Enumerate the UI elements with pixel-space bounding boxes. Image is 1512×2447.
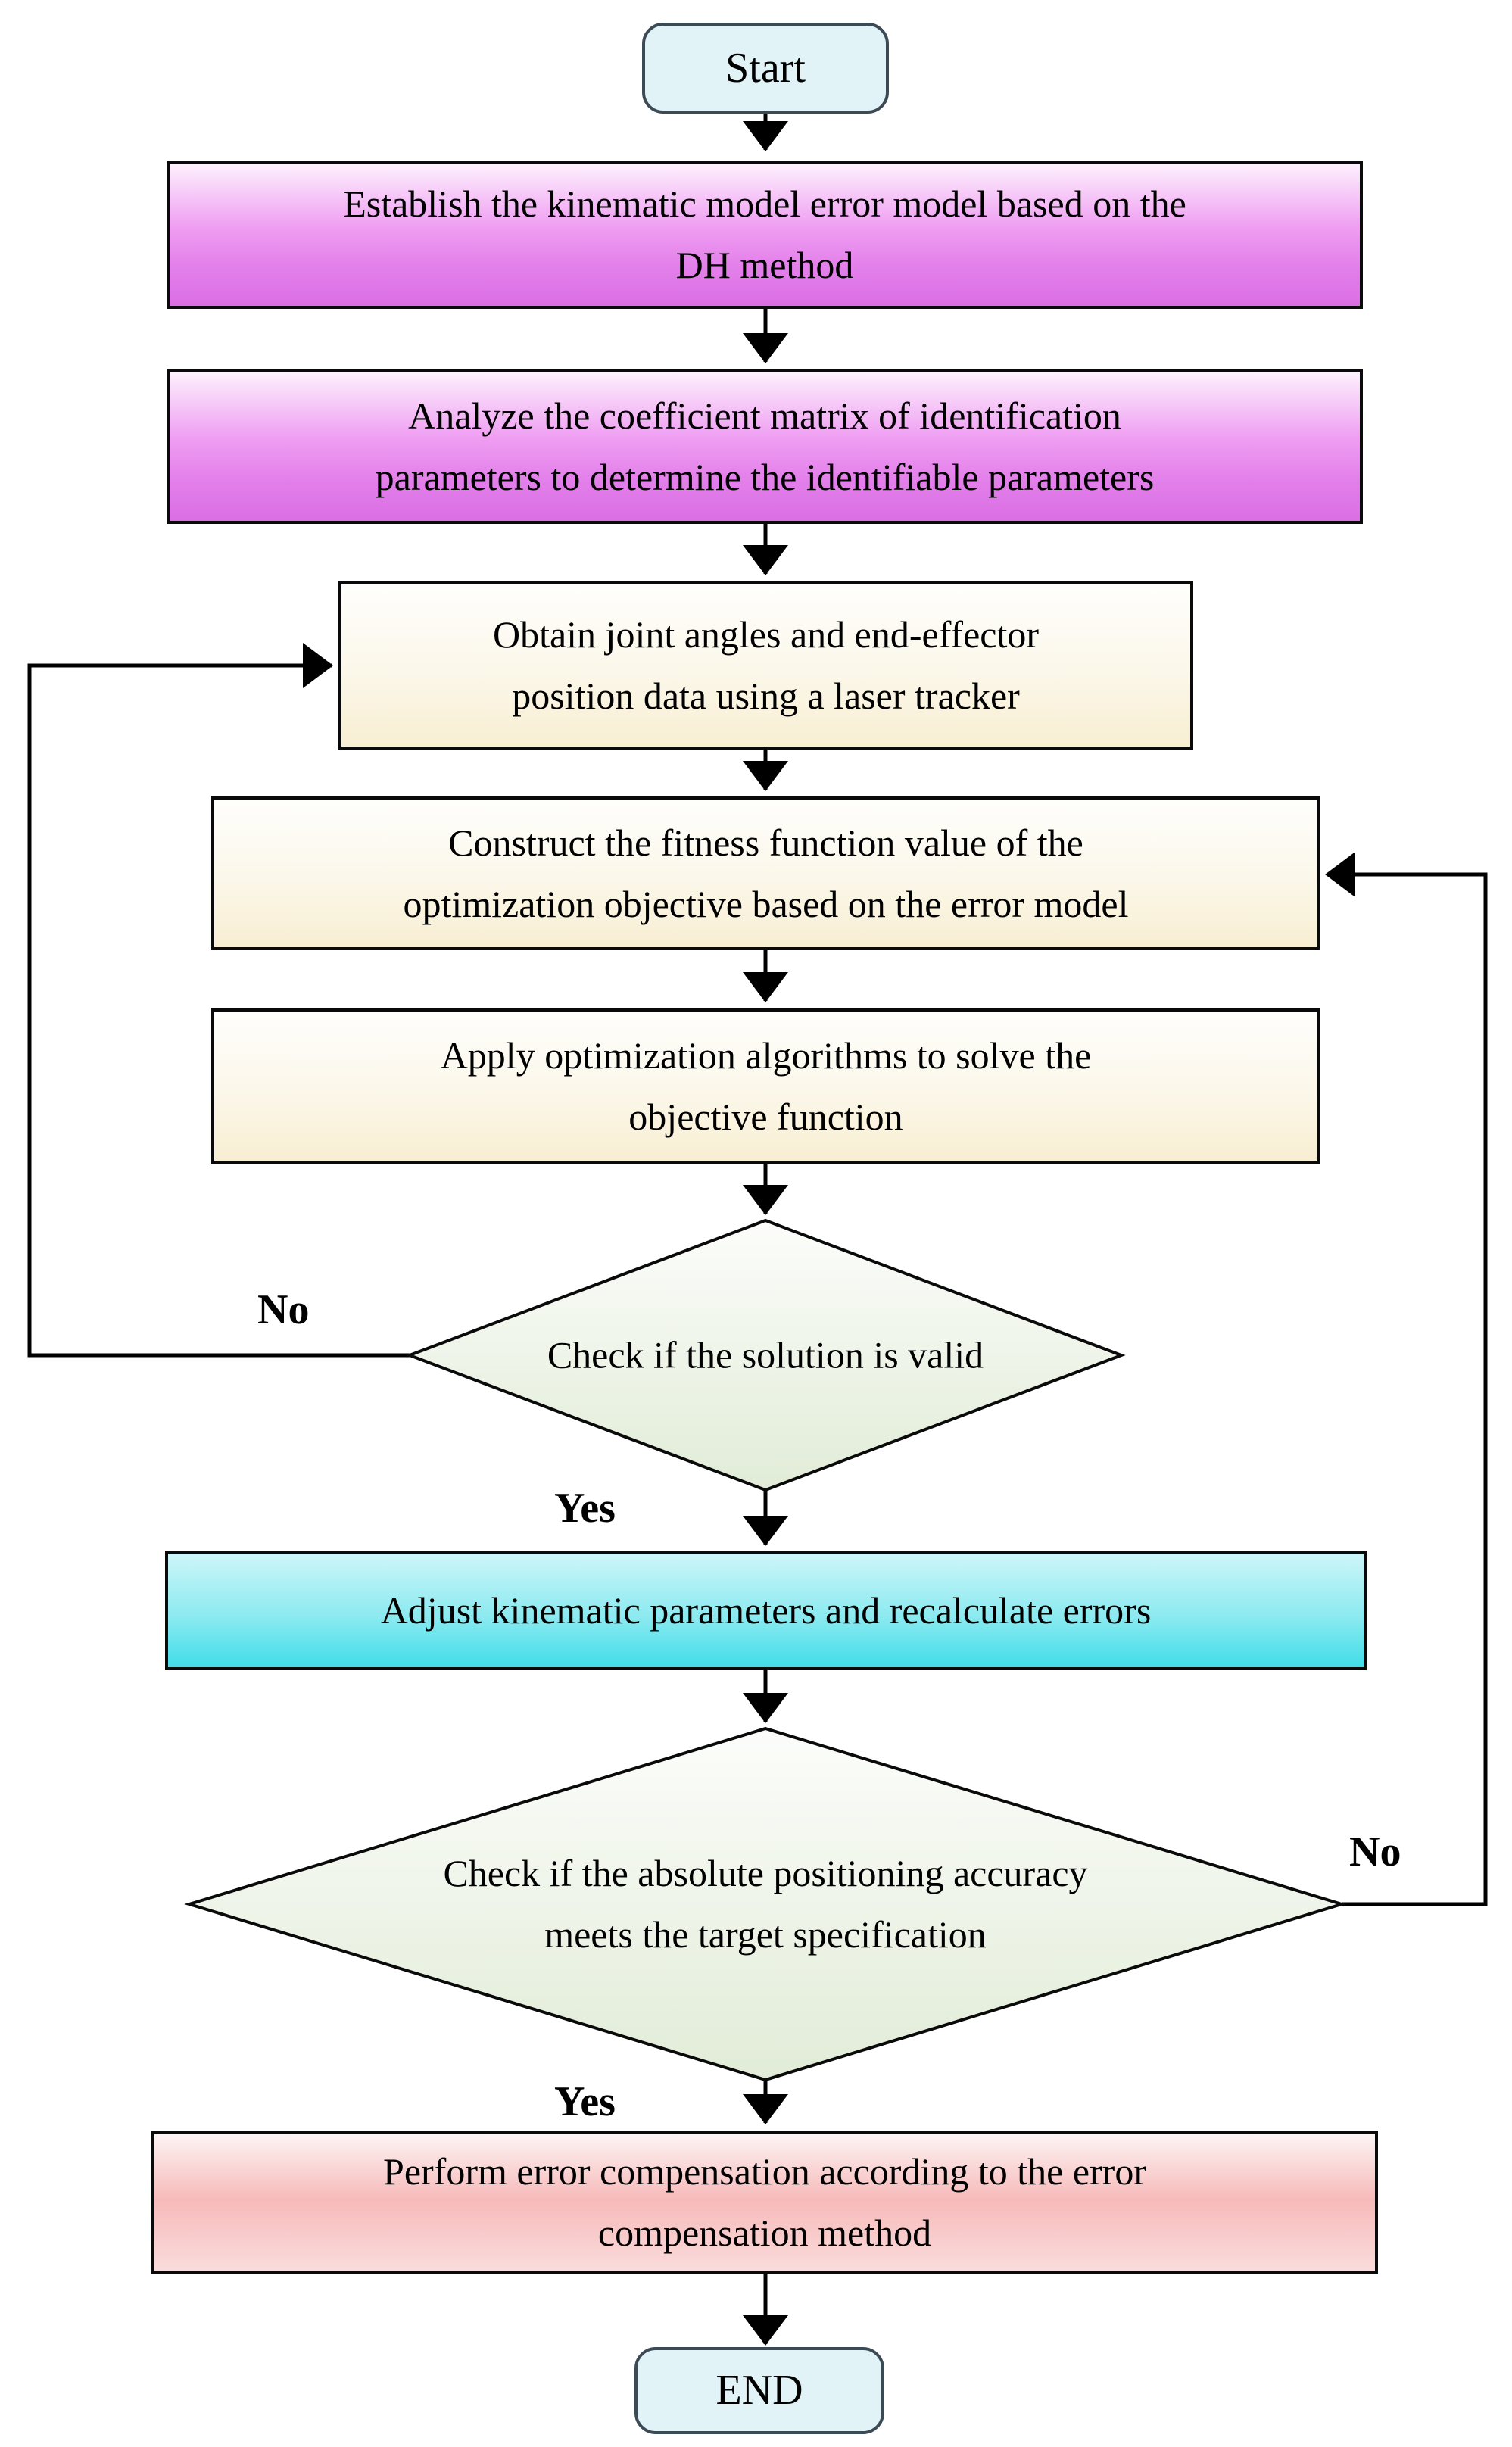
decision-check-accuracy-shape	[184, 1726, 1347, 2082]
process-construct-fitness-label: Construct the fitness function value of …	[403, 821, 1129, 925]
label-yes-accuracy: Yes	[554, 2078, 616, 2125]
process-obtain-data: Obtain joint angles and end-effector pos…	[338, 581, 1193, 750]
process-apply-optimization: Apply optimization algorithms to solve t…	[211, 1008, 1320, 1164]
end-label: END	[715, 2367, 803, 2414]
decision-check-solution-shape	[405, 1218, 1126, 1492]
end-node: END	[634, 2347, 884, 2434]
label-no-solution: No	[257, 1286, 310, 1333]
edge-no-loop-solution	[27, 643, 410, 1358]
edge-no-loop-accuracy	[1324, 852, 1488, 1906]
label-yes-solution: Yes	[554, 1485, 616, 1532]
process-establish-model: Establish the kinematic model error mode…	[167, 161, 1363, 309]
process-establish-model-label: Establish the kinematic model error mode…	[343, 182, 1186, 286]
process-apply-optimization-label: Apply optimization algorithms to solve t…	[440, 1033, 1092, 1138]
label-no-accuracy: No	[1349, 1828, 1401, 1875]
decision-check-solution-label: Check if the solution is valid	[547, 1333, 984, 1376]
process-construct-fitness: Construct the fitness function value of …	[211, 796, 1320, 950]
start-label: Start	[725, 44, 806, 92]
process-adjust-parameters: Adjust kinematic parameters and recalcul…	[165, 1551, 1367, 1670]
process-obtain-data-label: Obtain joint angles and end-effector pos…	[492, 613, 1040, 717]
process-adjust-parameters-label: Adjust kinematic parameters and recalcul…	[380, 1588, 1152, 1632]
start-node: Start	[642, 23, 889, 114]
process-analyze-matrix-label: Analyze the coefficient matrix of identi…	[375, 394, 1155, 498]
process-analyze-matrix: Analyze the coefficient matrix of identi…	[167, 369, 1363, 524]
decision-check-accuracy-label: Check if the absolute positioning accura…	[443, 1852, 1088, 1956]
process-perform-compensation: Perform error compensation according to …	[151, 2131, 1378, 2274]
process-perform-compensation-label: Perform error compensation according to …	[383, 2150, 1146, 2254]
